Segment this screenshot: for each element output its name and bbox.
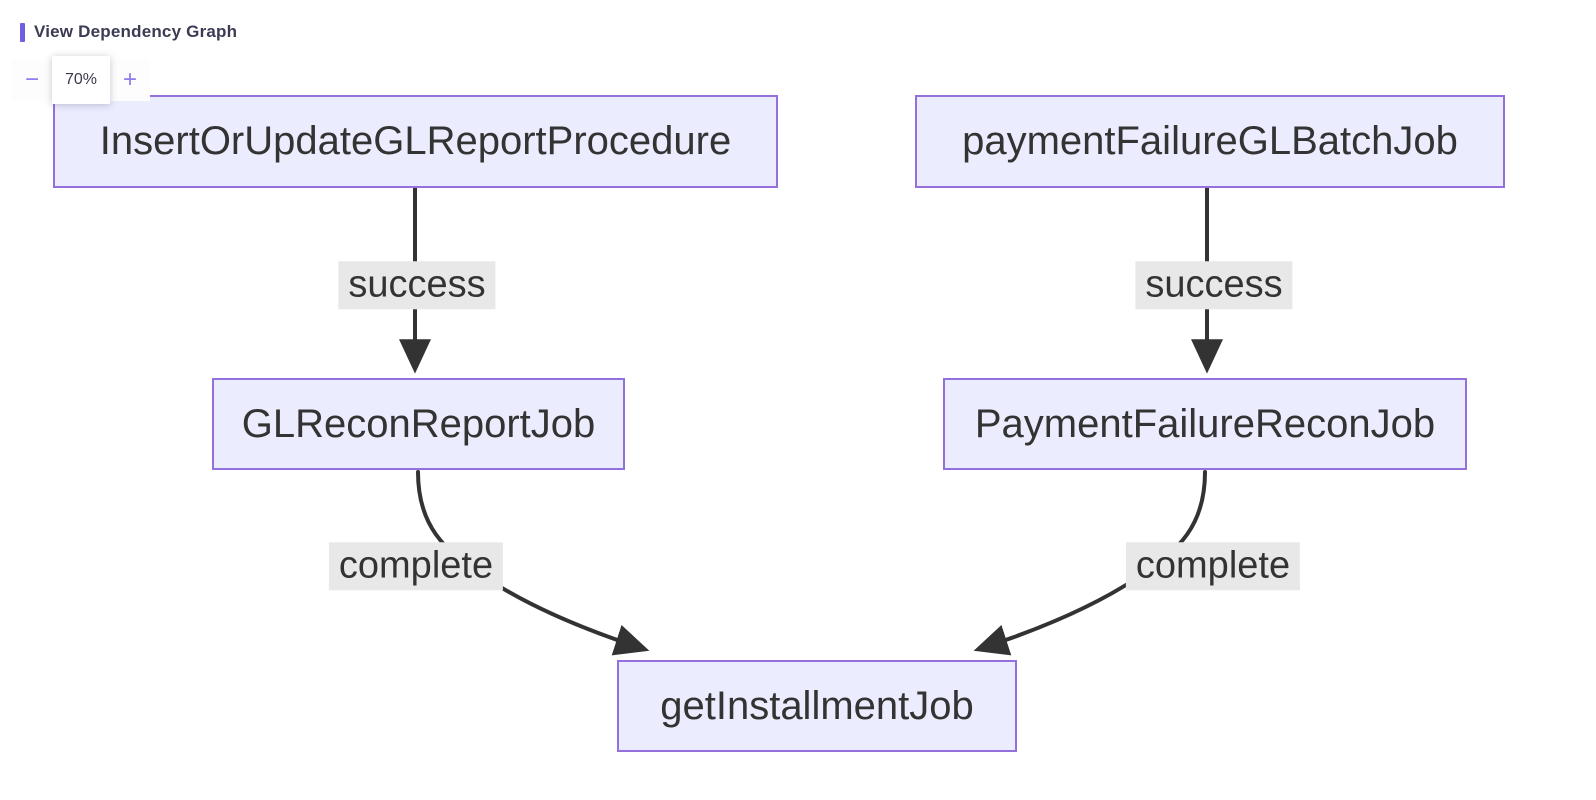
edge-label-success-left: success [338,261,496,309]
zoom-in-button[interactable]: + [110,59,150,101]
node-paymentfailurereconjob: PaymentFailureReconJob [943,378,1467,470]
node-getinstallmentjob: getInstallmentJob [617,660,1017,752]
node-insertorupdateglreportprocedure: InsertOrUpdateGLReportProcedure [53,95,778,188]
zoom-out-button[interactable]: − [12,59,52,101]
edge-label-success-right: success [1135,261,1293,309]
title-accent-bar [20,22,25,42]
node-paymentfailureglbatchjob: paymentFailureGLBatchJob [915,95,1505,188]
page-title: View Dependency Graph [34,22,238,41]
edge-label-complete-right: complete [1125,542,1301,590]
zoom-toolbar: − 70% + [12,56,150,104]
edge-label-complete-left: complete [328,542,504,590]
node-glreconreportjob: GLReconReportJob [212,378,625,470]
zoom-level: 70% [52,56,110,104]
panel-header: View Dependency Graph [20,22,237,42]
